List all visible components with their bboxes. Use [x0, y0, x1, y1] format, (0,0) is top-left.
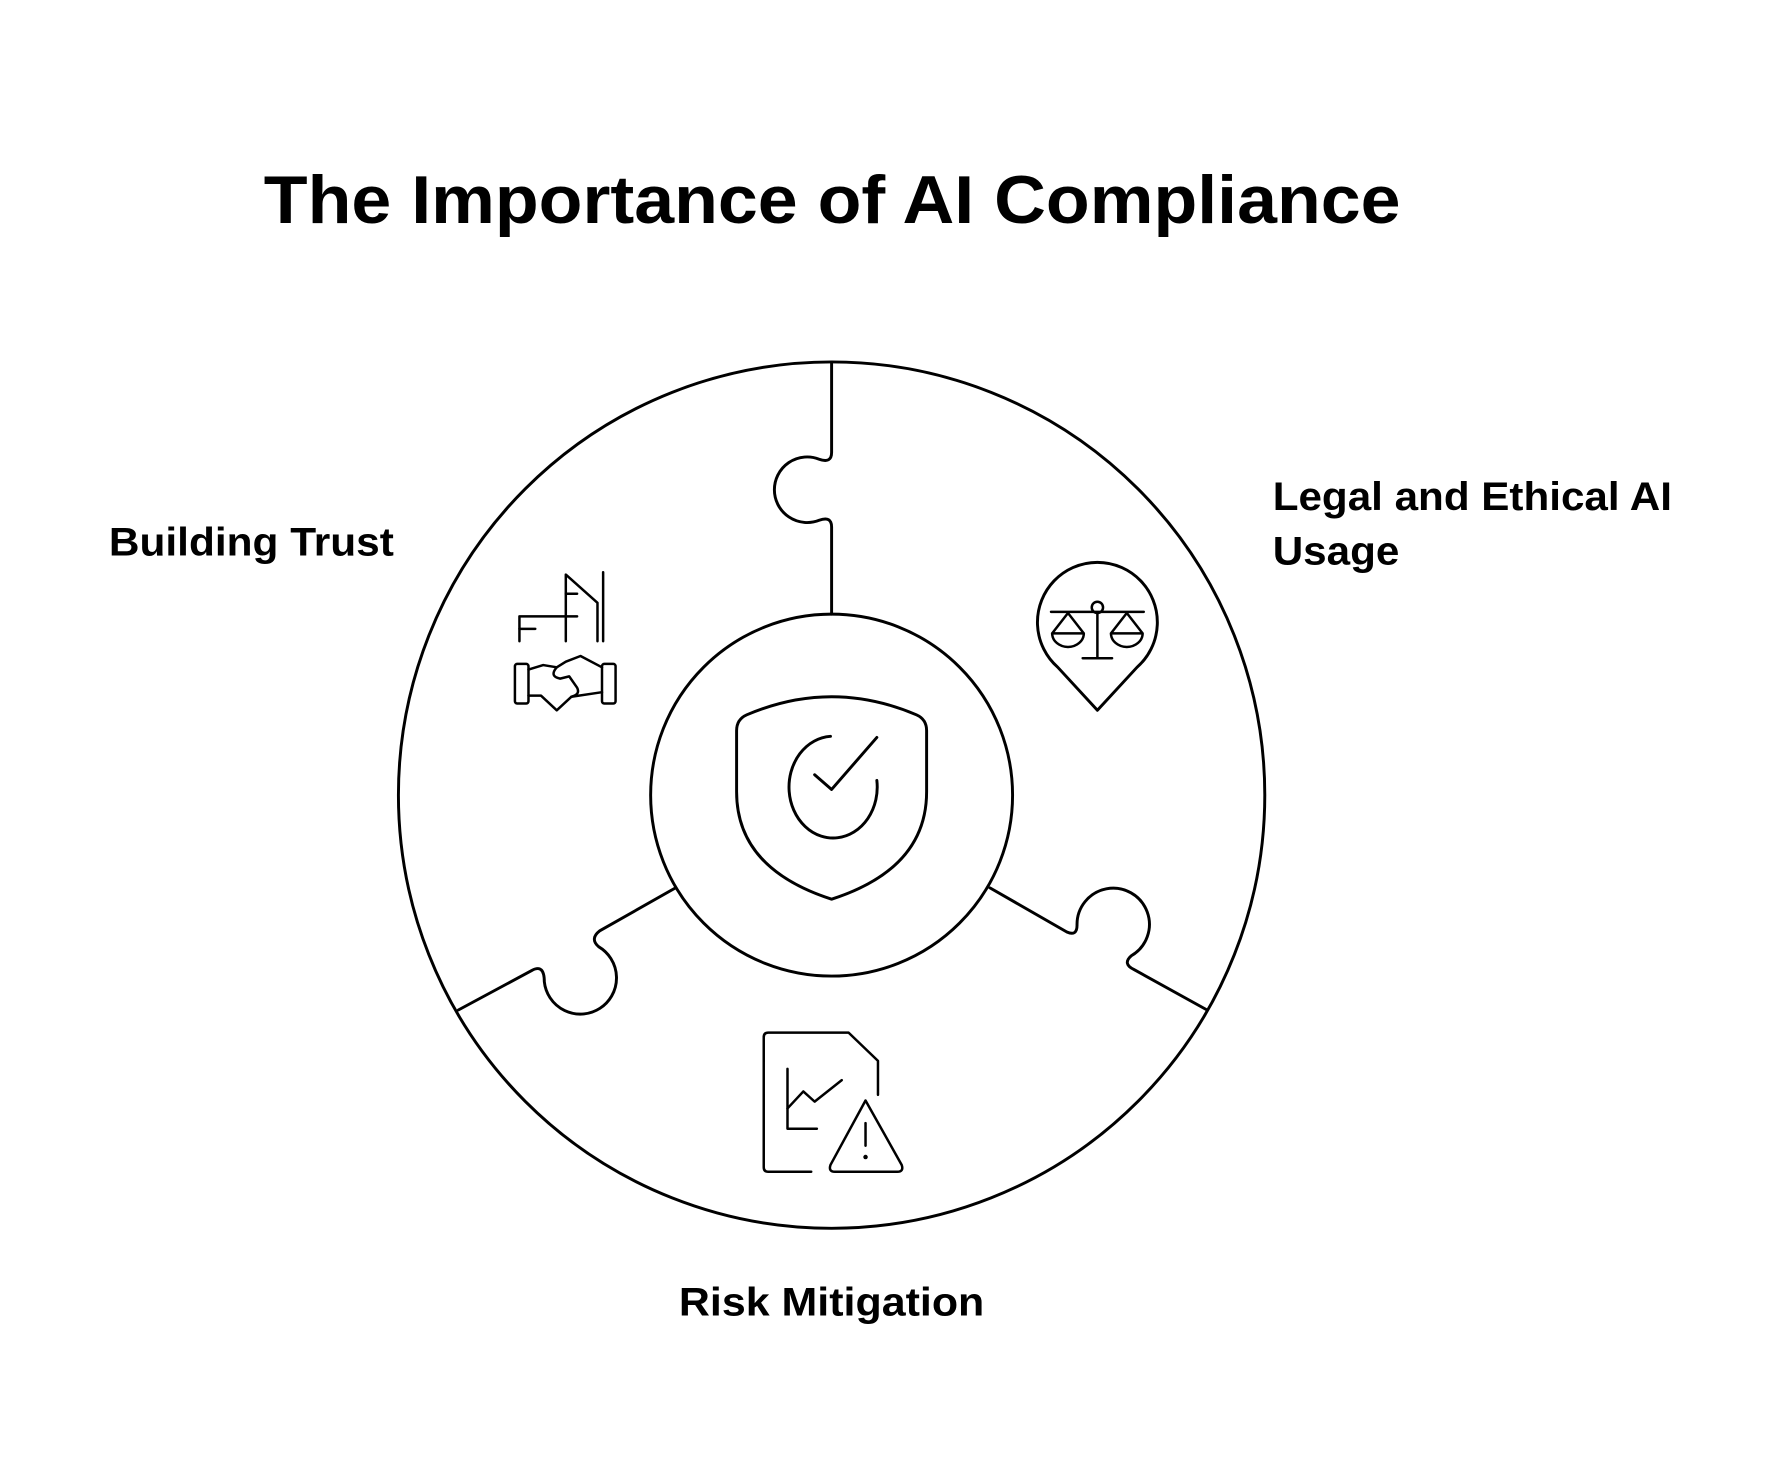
- document-chart-warning-icon: [762, 1031, 904, 1173]
- inner-circle: [649, 612, 1015, 978]
- label-building-trust: Building Trust: [109, 520, 394, 564]
- scales-pin-icon: [1035, 560, 1159, 712]
- divider-top: [773, 360, 834, 616]
- divider-right: [988, 886, 1209, 1012]
- label-legal-ethical-line2: Usage: [1273, 529, 1400, 573]
- page-title: The Importance of AI Compliance: [264, 163, 1401, 238]
- outer-ring: [396, 360, 1267, 1230]
- shield-check-icon: [735, 695, 929, 901]
- label-legal-ethical-line1: Legal and Ethical AI: [1273, 475, 1672, 519]
- label-risk-mitigation: Risk Mitigation: [679, 1280, 984, 1324]
- building-handshake-icon: [513, 571, 617, 712]
- divider-left: [456, 886, 677, 1016]
